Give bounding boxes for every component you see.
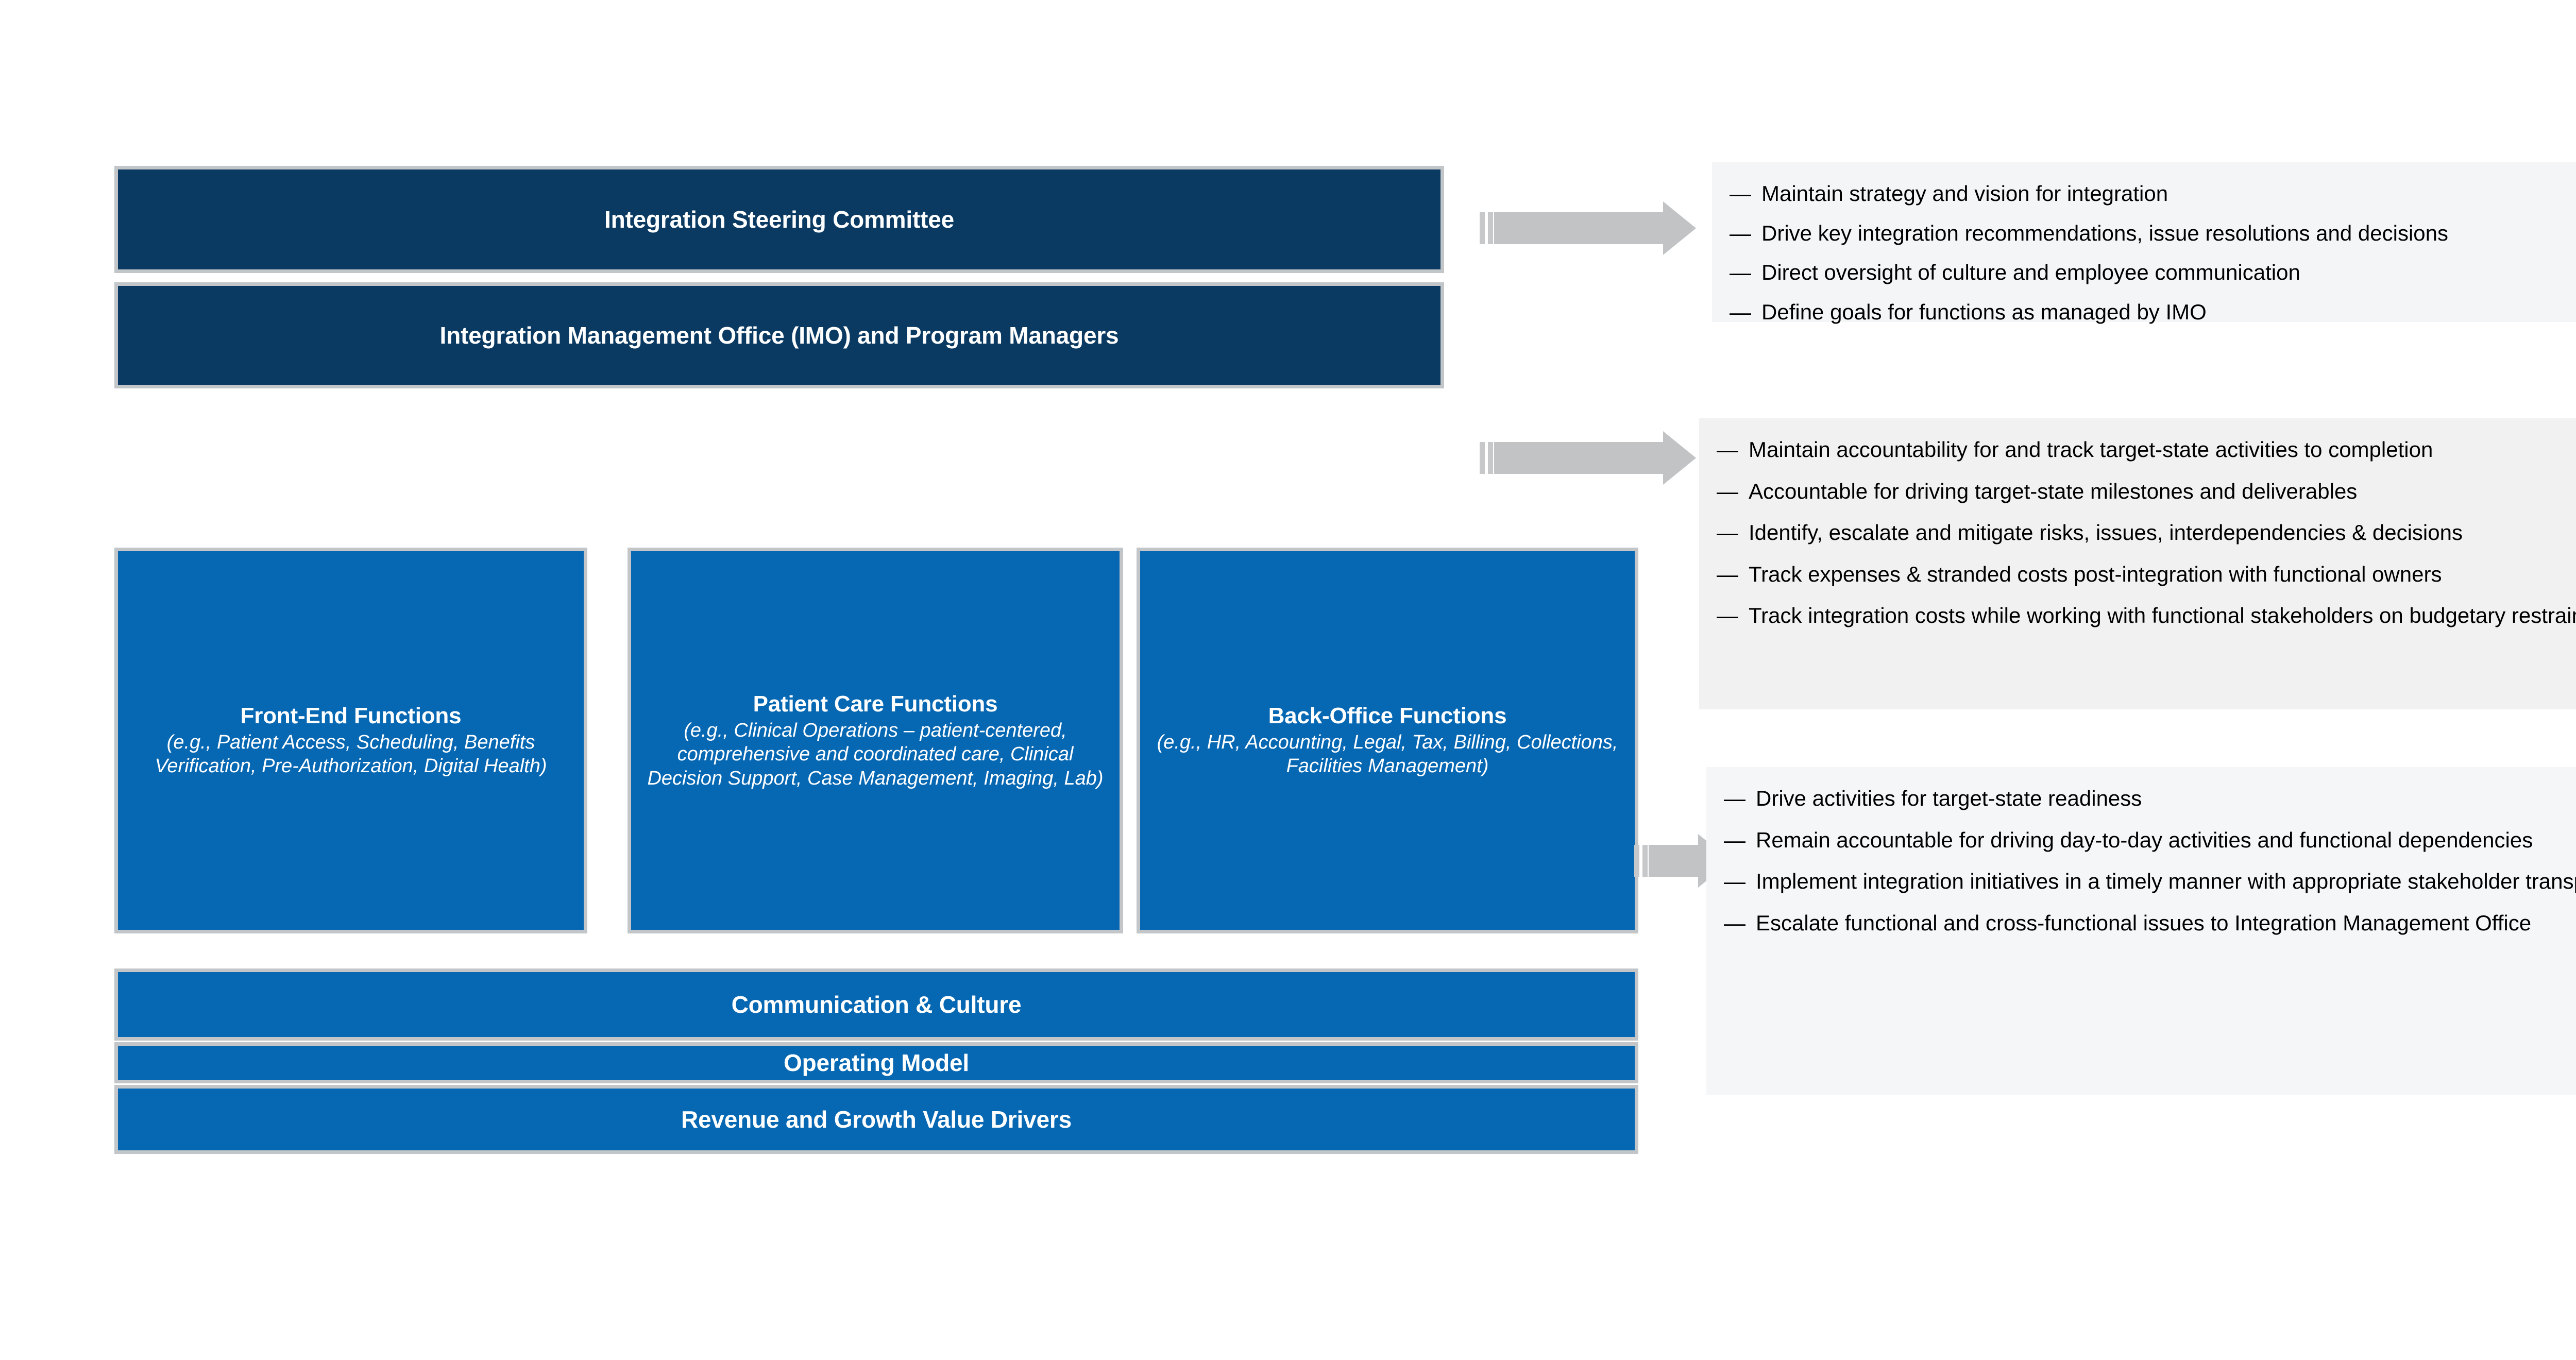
back-office-functions-content: Back-Office Functions (e.g., HR, Account… [1147,703,1628,778]
operating-model-label: Operating Model [784,1049,969,1076]
list-item-text: Maintain strategy and vision for integra… [1761,181,2168,206]
em-dash-bullet-icon: — [1730,181,1751,206]
arrow-shaft [1494,212,1663,244]
em-dash-bullet-icon: — [1717,603,1738,628]
arrow-shaft [1494,442,1663,474]
arrow-tail-stripe-2 [1642,845,1648,877]
list-item: — Remain accountable for driving day-to-… [1724,826,2576,855]
list-item: — Implement integration initiatives in a… [1724,868,2576,896]
list-item-text: Identify, escalate and mitigate risks, i… [1749,520,2463,545]
patient-care-functions-box[interactable]: Patient Care Functions (e.g., Clinical O… [628,548,1123,933]
arrow-tail-stripe-1 [1634,845,1639,877]
em-dash-bullet-icon: — [1724,910,1745,935]
list-item: — Maintain accountability for and track … [1717,436,2576,464]
list-item: — Escalate functional and cross-function… [1724,909,2576,938]
list-item-text: Track expenses & stranded costs post-int… [1749,562,2442,586]
em-dash-bullet-icon: — [1717,437,1738,462]
list-item-text: Implement integration initiatives in a t… [1756,869,2576,894]
operating-model-bar[interactable]: Operating Model [114,1042,1638,1083]
list-item: — Maintain strategy and vision for integ… [1730,180,2576,208]
em-dash-bullet-icon: — [1724,786,1745,810]
revenue-growth-value-drivers-label: Revenue and Growth Value Drivers [681,1106,1072,1133]
imo-title: Integration Management Office (IMO) and … [439,321,1119,349]
list-item: — Accountable for driving target-state m… [1717,478,2576,506]
list-item: — Track integration costs while working … [1717,602,2576,630]
communication-culture-label: Communication & Culture [731,991,1022,1018]
list-item-text: Drive key integration recommendations, i… [1761,220,2449,245]
arrow-tail-stripe-2 [1488,442,1493,474]
communication-culture-bar[interactable]: Communication & Culture [114,968,1638,1041]
list-item: — Drive key integration recommendations,… [1730,219,2576,248]
list-item-text: Direct oversight of culture and employee… [1761,260,2300,285]
arrow-right-icon-imo [1480,431,1696,485]
patient-care-functions-examples: (e.g., Clinical Operations – patient-cen… [647,719,1104,789]
em-dash-bullet-icon: — [1730,220,1751,245]
list-item-text: Define goals for functions as managed by… [1761,299,2207,324]
front-end-functions-title: Front-End Functions [240,703,462,729]
imo-box[interactable]: Integration Management Office (IMO) and … [114,282,1444,388]
list-item: — Track expenses & stranded costs post-i… [1717,560,2576,589]
responsibilities-panel-steering-committee: — Maintain strategy and vision for integ… [1712,162,2576,324]
front-end-functions-examples: (e.g., Patient Access, Scheduling, Benef… [155,732,547,777]
arrow-head [1663,431,1696,485]
arrow-head [1663,201,1696,255]
revenue-growth-value-drivers-bar[interactable]: Revenue and Growth Value Drivers [114,1085,1638,1154]
patient-care-functions-title: Patient Care Functions [753,691,998,717]
em-dash-bullet-icon: — [1724,827,1745,852]
em-dash-bullet-icon: — [1730,260,1751,285]
list-item-text: Drive activities for target-state readin… [1756,786,2142,810]
responsibilities-panel-imo: — Maintain accountability for and track … [1699,418,2576,709]
list-item-text: Maintain accountability for and track ta… [1749,437,2433,462]
em-dash-bullet-icon: — [1730,299,1751,324]
responsibilities-panel-functions: — Drive activities for target-state read… [1706,767,2576,1095]
arrow-tail-stripe-1 [1480,442,1485,474]
em-dash-bullet-icon: — [1724,869,1745,894]
back-office-functions-title: Back-Office Functions [1268,703,1507,729]
em-dash-bullet-icon: — [1717,479,1738,503]
arrow-shaft [1649,845,1698,877]
em-dash-bullet-icon: — [1717,520,1738,545]
list-item-text: Remain accountable for driving day-to-da… [1756,827,2533,852]
steering-committee-box[interactable]: Integration Steering Committee [114,166,1444,273]
list-item: — Define goals for functions as managed … [1730,298,2576,327]
front-end-functions-content: Front-End Functions (e.g., Patient Acces… [125,703,577,778]
steering-committee-title: Integration Steering Committee [604,206,954,233]
list-item-text: Accountable for driving target-state mil… [1749,479,2358,503]
front-end-functions-box[interactable]: Front-End Functions (e.g., Patient Acces… [114,548,587,933]
back-office-functions-box[interactable]: Back-Office Functions (e.g., HR, Account… [1137,548,1638,933]
list-item: — Direct oversight of culture and employ… [1730,259,2576,287]
patient-care-functions-content: Patient Care Functions (e.g., Clinical O… [638,691,1112,790]
arrow-tail-stripe-1 [1480,212,1485,244]
list-item: — Drive activities for target-state read… [1724,785,2576,813]
list-item-text: Escalate functional and cross-functional… [1756,910,2532,935]
em-dash-bullet-icon: — [1717,562,1738,586]
list-item: — Identify, escalate and mitigate risks,… [1717,519,2576,547]
back-office-functions-examples: (e.g., HR, Accounting, Legal, Tax, Billi… [1157,732,1618,777]
arrow-right-icon-steering [1480,201,1696,255]
arrow-tail-stripe-2 [1488,212,1493,244]
list-item-text: Track integration costs while working wi… [1749,603,2576,628]
